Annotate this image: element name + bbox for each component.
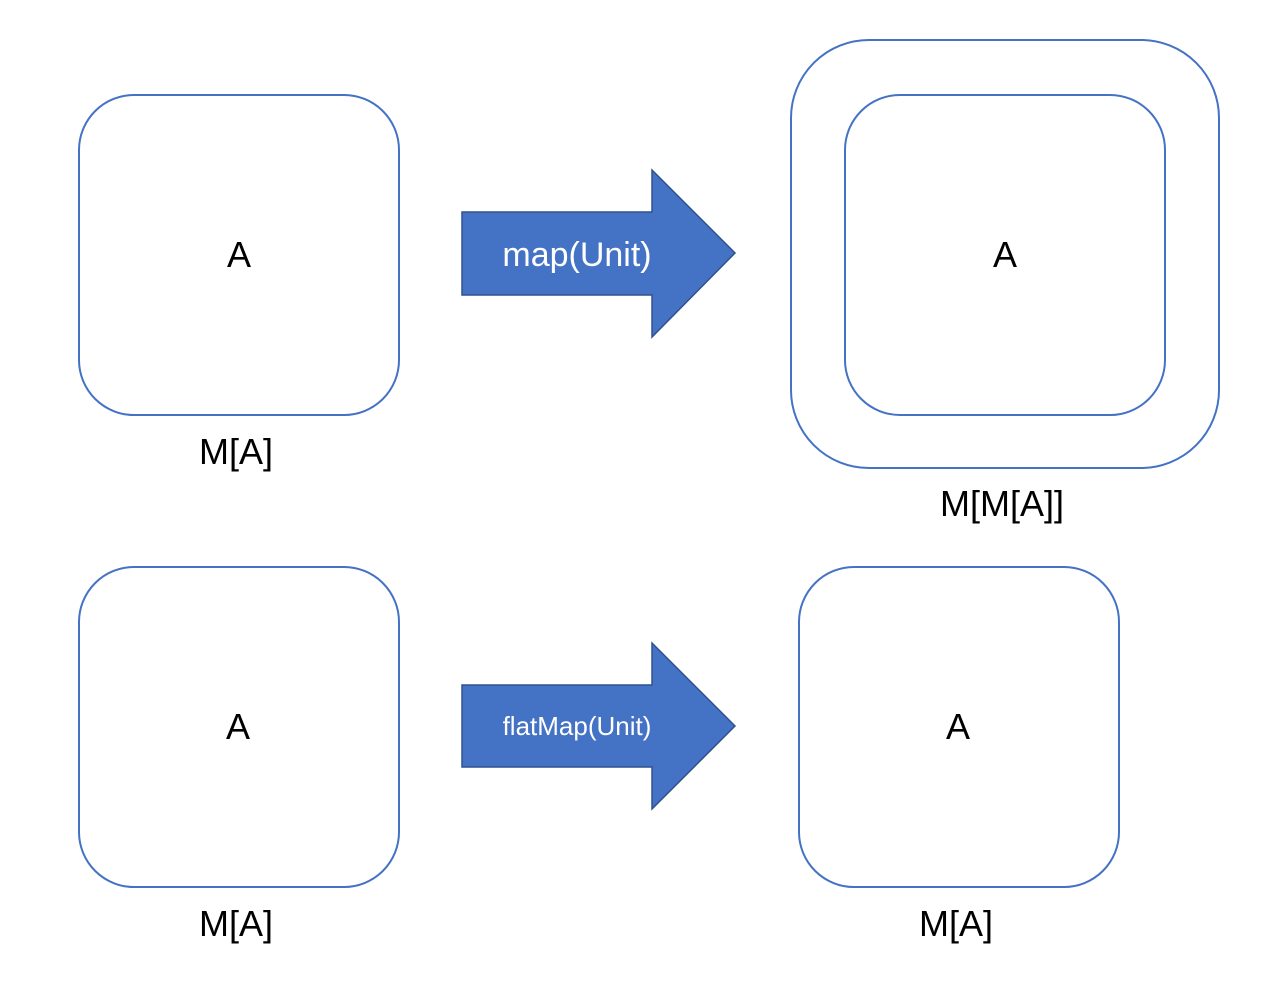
bottom-source-inner-label: A xyxy=(226,706,250,747)
bottom-source-container: A xyxy=(78,566,400,888)
bottom-arrow-label: flatMap(Unit) xyxy=(503,711,652,741)
top-source-caption: M[A] xyxy=(199,431,273,472)
top-target-caption: M[M[A]] xyxy=(940,483,1064,524)
bottom-source-box xyxy=(78,566,400,888)
top-arrow-shape xyxy=(461,168,737,339)
bottom-source-caption: M[A] xyxy=(199,903,273,944)
bottom-target-inner-label: A xyxy=(946,706,970,747)
bottom-flatmap-arrow: flatMap(Unit) xyxy=(461,641,737,811)
top-source-box xyxy=(78,94,400,416)
top-arrow-label: map(Unit) xyxy=(502,236,651,274)
top-source-inner-label: A xyxy=(227,234,251,275)
bottom-target-box xyxy=(798,566,1120,888)
top-source-container: A xyxy=(78,94,400,416)
top-map-arrow: map(Unit) xyxy=(461,168,737,339)
bottom-target-container: A xyxy=(798,566,1120,888)
bottom-target-caption: M[A] xyxy=(919,903,993,944)
top-target-container: A xyxy=(790,39,1220,469)
top-target-inner-label: A xyxy=(993,234,1017,275)
top-target-inner-box xyxy=(844,94,1166,416)
bottom-arrow-shape xyxy=(461,641,737,811)
